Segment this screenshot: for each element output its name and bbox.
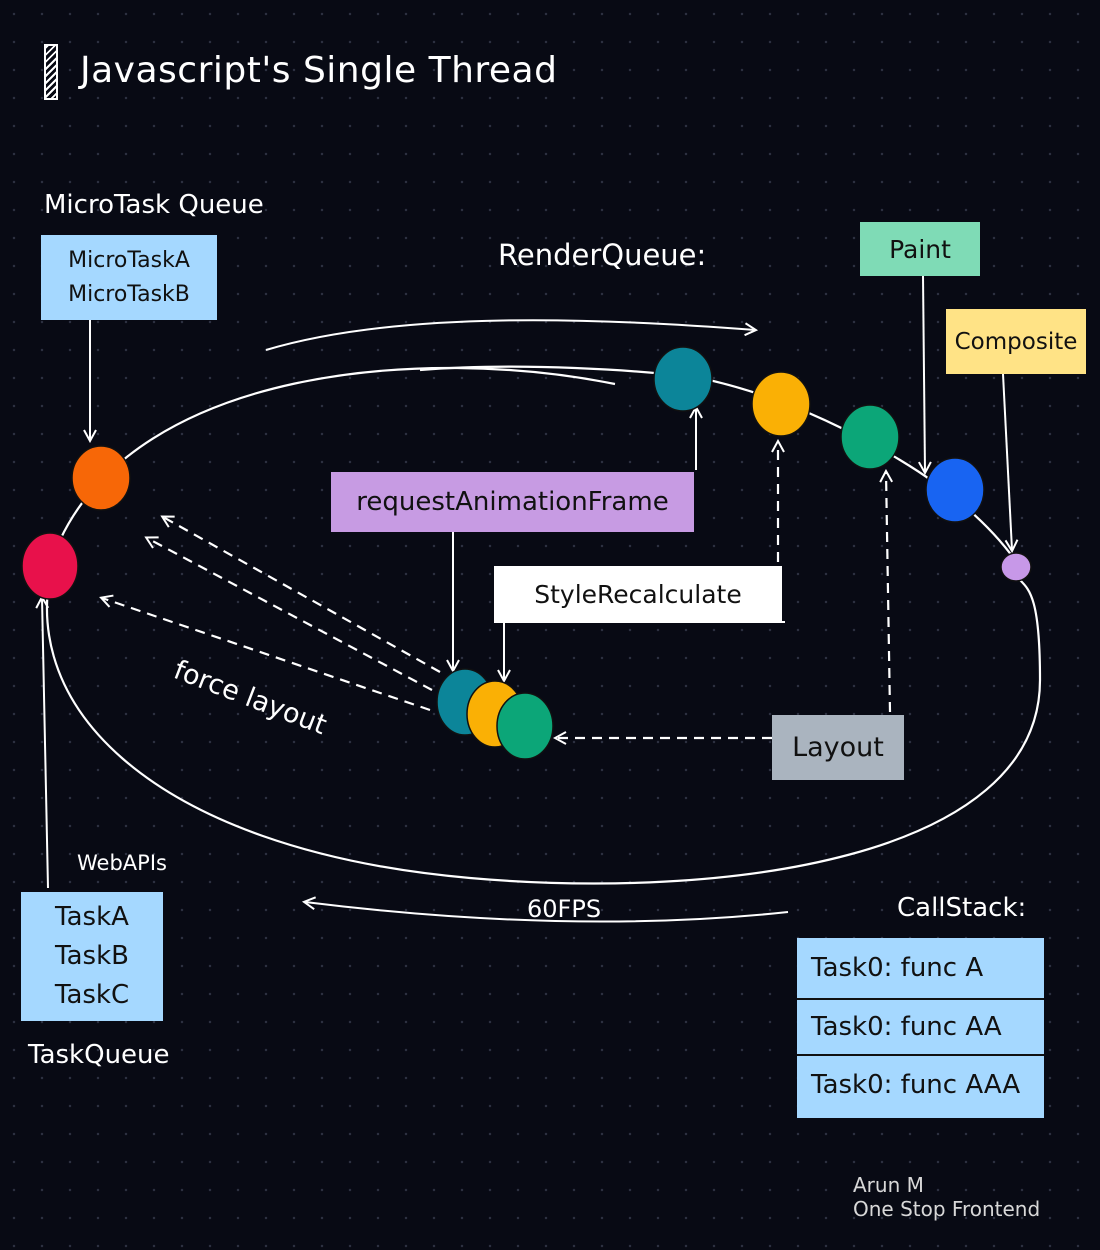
task-item: TaskB xyxy=(55,941,129,971)
call-stack-frame: Task0: func AAA xyxy=(811,1070,1021,1100)
force-layout-arrow-2 xyxy=(147,538,433,691)
fps-arrow xyxy=(305,902,789,923)
task-queue-label: TaskQueue xyxy=(28,1040,170,1070)
microtask-item: MicroTaskB xyxy=(68,281,190,307)
taskqueue-arrow xyxy=(42,598,48,889)
raf-node xyxy=(653,346,713,412)
call-stack-frame: Task0: func AA xyxy=(797,1000,1044,1056)
call-stack-label: CallStack: xyxy=(897,893,1027,923)
paint-label: Paint xyxy=(889,234,951,264)
paint-box: Paint xyxy=(860,222,980,276)
fps-label: 60FPS xyxy=(527,895,602,923)
force-layout-label: force layout xyxy=(169,655,330,742)
composite-box: Composite xyxy=(946,309,1086,374)
style-to-cluster-arrow xyxy=(504,621,785,680)
layout-label: Layout xyxy=(792,732,884,763)
composite-arrow xyxy=(1002,373,1012,550)
microtask-item: MicroTaskA xyxy=(68,247,190,273)
credit-author: Arun M xyxy=(853,1173,924,1197)
cluster-layout-node xyxy=(496,692,554,760)
layout-node xyxy=(840,404,900,470)
credit: Arun M One Stop Frontend xyxy=(853,1173,1040,1221)
event-loop-path xyxy=(45,366,1042,885)
task-item: TaskC xyxy=(54,980,130,1010)
layout-dashed-arrow xyxy=(886,472,890,713)
force-layout-arrow-3 xyxy=(102,598,431,712)
microtask-queue-label: MicroTask Queue xyxy=(44,190,264,220)
force-layout-arrow-1 xyxy=(163,517,441,673)
call-stack-frame: Task0: func A xyxy=(797,938,1044,1000)
task-node xyxy=(21,532,79,600)
layout-box: Layout xyxy=(772,715,904,780)
request-animation-frame-box: requestAnimationFrame xyxy=(331,472,694,532)
composite-node xyxy=(1000,552,1032,582)
call-stack-box: Task0: func A Task0: func AA Task0: func… xyxy=(797,938,1044,1118)
style-recalculate-box: StyleRecalculate xyxy=(494,566,782,623)
web-apis-label: WebAPIs xyxy=(77,851,167,875)
task-item: TaskA xyxy=(55,902,129,932)
flow-arrow-top xyxy=(265,319,755,351)
page-title: Javascript's Single Thread xyxy=(80,50,558,91)
credit-org: One Stop Frontend xyxy=(853,1197,1041,1221)
title-marker-icon xyxy=(44,44,58,100)
microtask-queue-box: MicroTaskA MicroTaskB xyxy=(41,235,217,320)
paint-arrow xyxy=(923,275,925,472)
microtask-node xyxy=(71,445,131,511)
style-recalculate-label: StyleRecalculate xyxy=(534,580,742,609)
request-animation-frame-label: requestAnimationFrame xyxy=(356,487,669,517)
paint-node xyxy=(925,457,985,523)
composite-label: Composite xyxy=(954,328,1078,355)
task-queue-box: TaskA TaskB TaskC xyxy=(21,892,163,1021)
render-queue-label: RenderQueue: xyxy=(498,238,707,272)
style-node xyxy=(751,371,811,437)
